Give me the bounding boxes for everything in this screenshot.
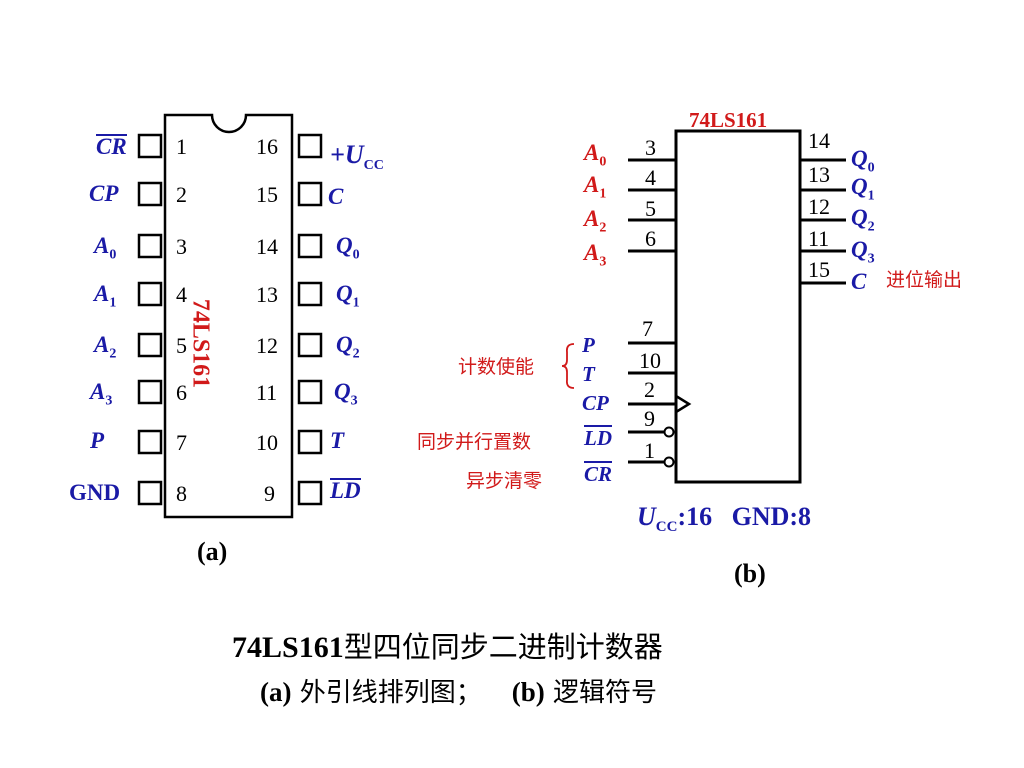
power-note: UCC:16 GND:8 [637, 502, 812, 536]
logic-label-cr: CR [584, 461, 613, 486]
dip-label-c: C [328, 184, 344, 209]
logic-pin-number: 13 [808, 162, 830, 187]
dip-pin-number: 11 [256, 380, 278, 405]
note-sync-load: 同步并行置数 [417, 431, 532, 453]
logic-pin-number: 5 [645, 196, 656, 221]
caption-b: (b) [734, 559, 766, 588]
dip-right-pins [297, 133, 323, 506]
dip-label-ucc: +UCC [330, 140, 384, 174]
dip-label-q1: Q1 [336, 281, 360, 311]
logic-pin-number: 4 [645, 165, 656, 190]
logic-body [674, 129, 802, 484]
logic-pin-number: 1 [644, 438, 655, 463]
logic-label-q0: Q0 [851, 146, 875, 176]
logic-label-p: P [582, 333, 595, 357]
dip-pin-number: 6 [176, 380, 187, 405]
dip-label-cr: CR [96, 134, 127, 159]
dip-label-a3: A3 [90, 379, 113, 409]
logic-label-a0: A0 [584, 140, 607, 170]
dip-pin-number: 8 [176, 481, 187, 506]
logic-label-c: C [851, 269, 867, 294]
dip-label-q0: Q0 [336, 233, 360, 263]
logic-pin-number: 12 [808, 194, 830, 219]
ld-bubble [663, 426, 675, 438]
logic-pin-number: 7 [642, 316, 653, 341]
count-enable-brace [561, 343, 575, 389]
logic-label-a3: A3 [584, 240, 607, 270]
dip-pin-number: 2 [176, 182, 187, 207]
logic-output-lines [800, 158, 846, 285]
dip-label-a1: A1 [94, 281, 117, 311]
note-count-enable: 计数使能 [458, 356, 535, 378]
logic-label-a2: A2 [584, 206, 607, 236]
dip-pin-number: 7 [176, 430, 187, 455]
logic-pin-number: 14 [808, 128, 830, 153]
logic-pin-number: 15 [808, 257, 830, 282]
dip-chip-name: 74LS161 [187, 298, 214, 389]
dip-pin-number: 9 [264, 481, 275, 506]
logic-pin-number: 3 [645, 135, 656, 160]
dip-pin-number: 4 [176, 282, 187, 307]
dip-label-q2: Q2 [336, 332, 360, 362]
dip-pin-number: 10 [256, 430, 278, 455]
dip-pin-number: 16 [256, 134, 278, 159]
dip-label-cp: CP [89, 181, 119, 206]
dip-label-t: T [330, 428, 345, 453]
caption-a: (a) [197, 537, 228, 566]
cr-bubble [663, 456, 675, 468]
figure-subtitle: (a) 外引线排列图；(b) 逻辑符号 [260, 677, 658, 708]
note-async-clear: 异步清零 [466, 470, 543, 492]
dip-pin-number: 1 [176, 134, 187, 159]
dip-pin-number: 13 [256, 282, 278, 307]
logic-pin-number: 6 [645, 226, 656, 251]
logic-label-q1: Q1 [851, 174, 875, 204]
note-carry-output: 进位输出 [886, 269, 963, 291]
dip-label-p: P [90, 428, 105, 453]
logic-label-q3: Q3 [851, 237, 875, 267]
dip-label-q3: Q3 [334, 379, 358, 409]
dip-label-gnd: GND [69, 480, 121, 505]
logic-pin-number: 9 [644, 406, 655, 431]
logic-pin-number: 2 [644, 377, 655, 402]
logic-pin-number: 10 [639, 348, 661, 373]
figure-title: 74LS161型四位同步二进制计数器 [232, 630, 663, 664]
logic-chip-title: 74LS161 [689, 108, 768, 132]
dip-left-pins [137, 133, 163, 506]
logic-label-a1: A1 [584, 172, 607, 202]
logic-pin-number: 11 [808, 226, 830, 251]
dip-body [163, 113, 294, 519]
dip-label-a0: A0 [94, 233, 117, 263]
logic-label-q2: Q2 [851, 205, 875, 235]
logic-label-cp: CP [582, 391, 609, 415]
dip-pin-number: 14 [256, 234, 278, 259]
logic-label-ld: LD [584, 425, 612, 450]
dip-label-ld: LD [330, 478, 361, 503]
dip-pin-number: 15 [256, 182, 278, 207]
dip-pin-number: 12 [256, 333, 278, 358]
logic-label-t: T [582, 362, 595, 386]
clock-triangle [675, 394, 692, 414]
dip-label-a2: A2 [94, 332, 117, 362]
dip-pin-number: 3 [176, 234, 187, 259]
logic-input-lines [628, 158, 676, 464]
dip-pin-number: 5 [176, 333, 187, 358]
